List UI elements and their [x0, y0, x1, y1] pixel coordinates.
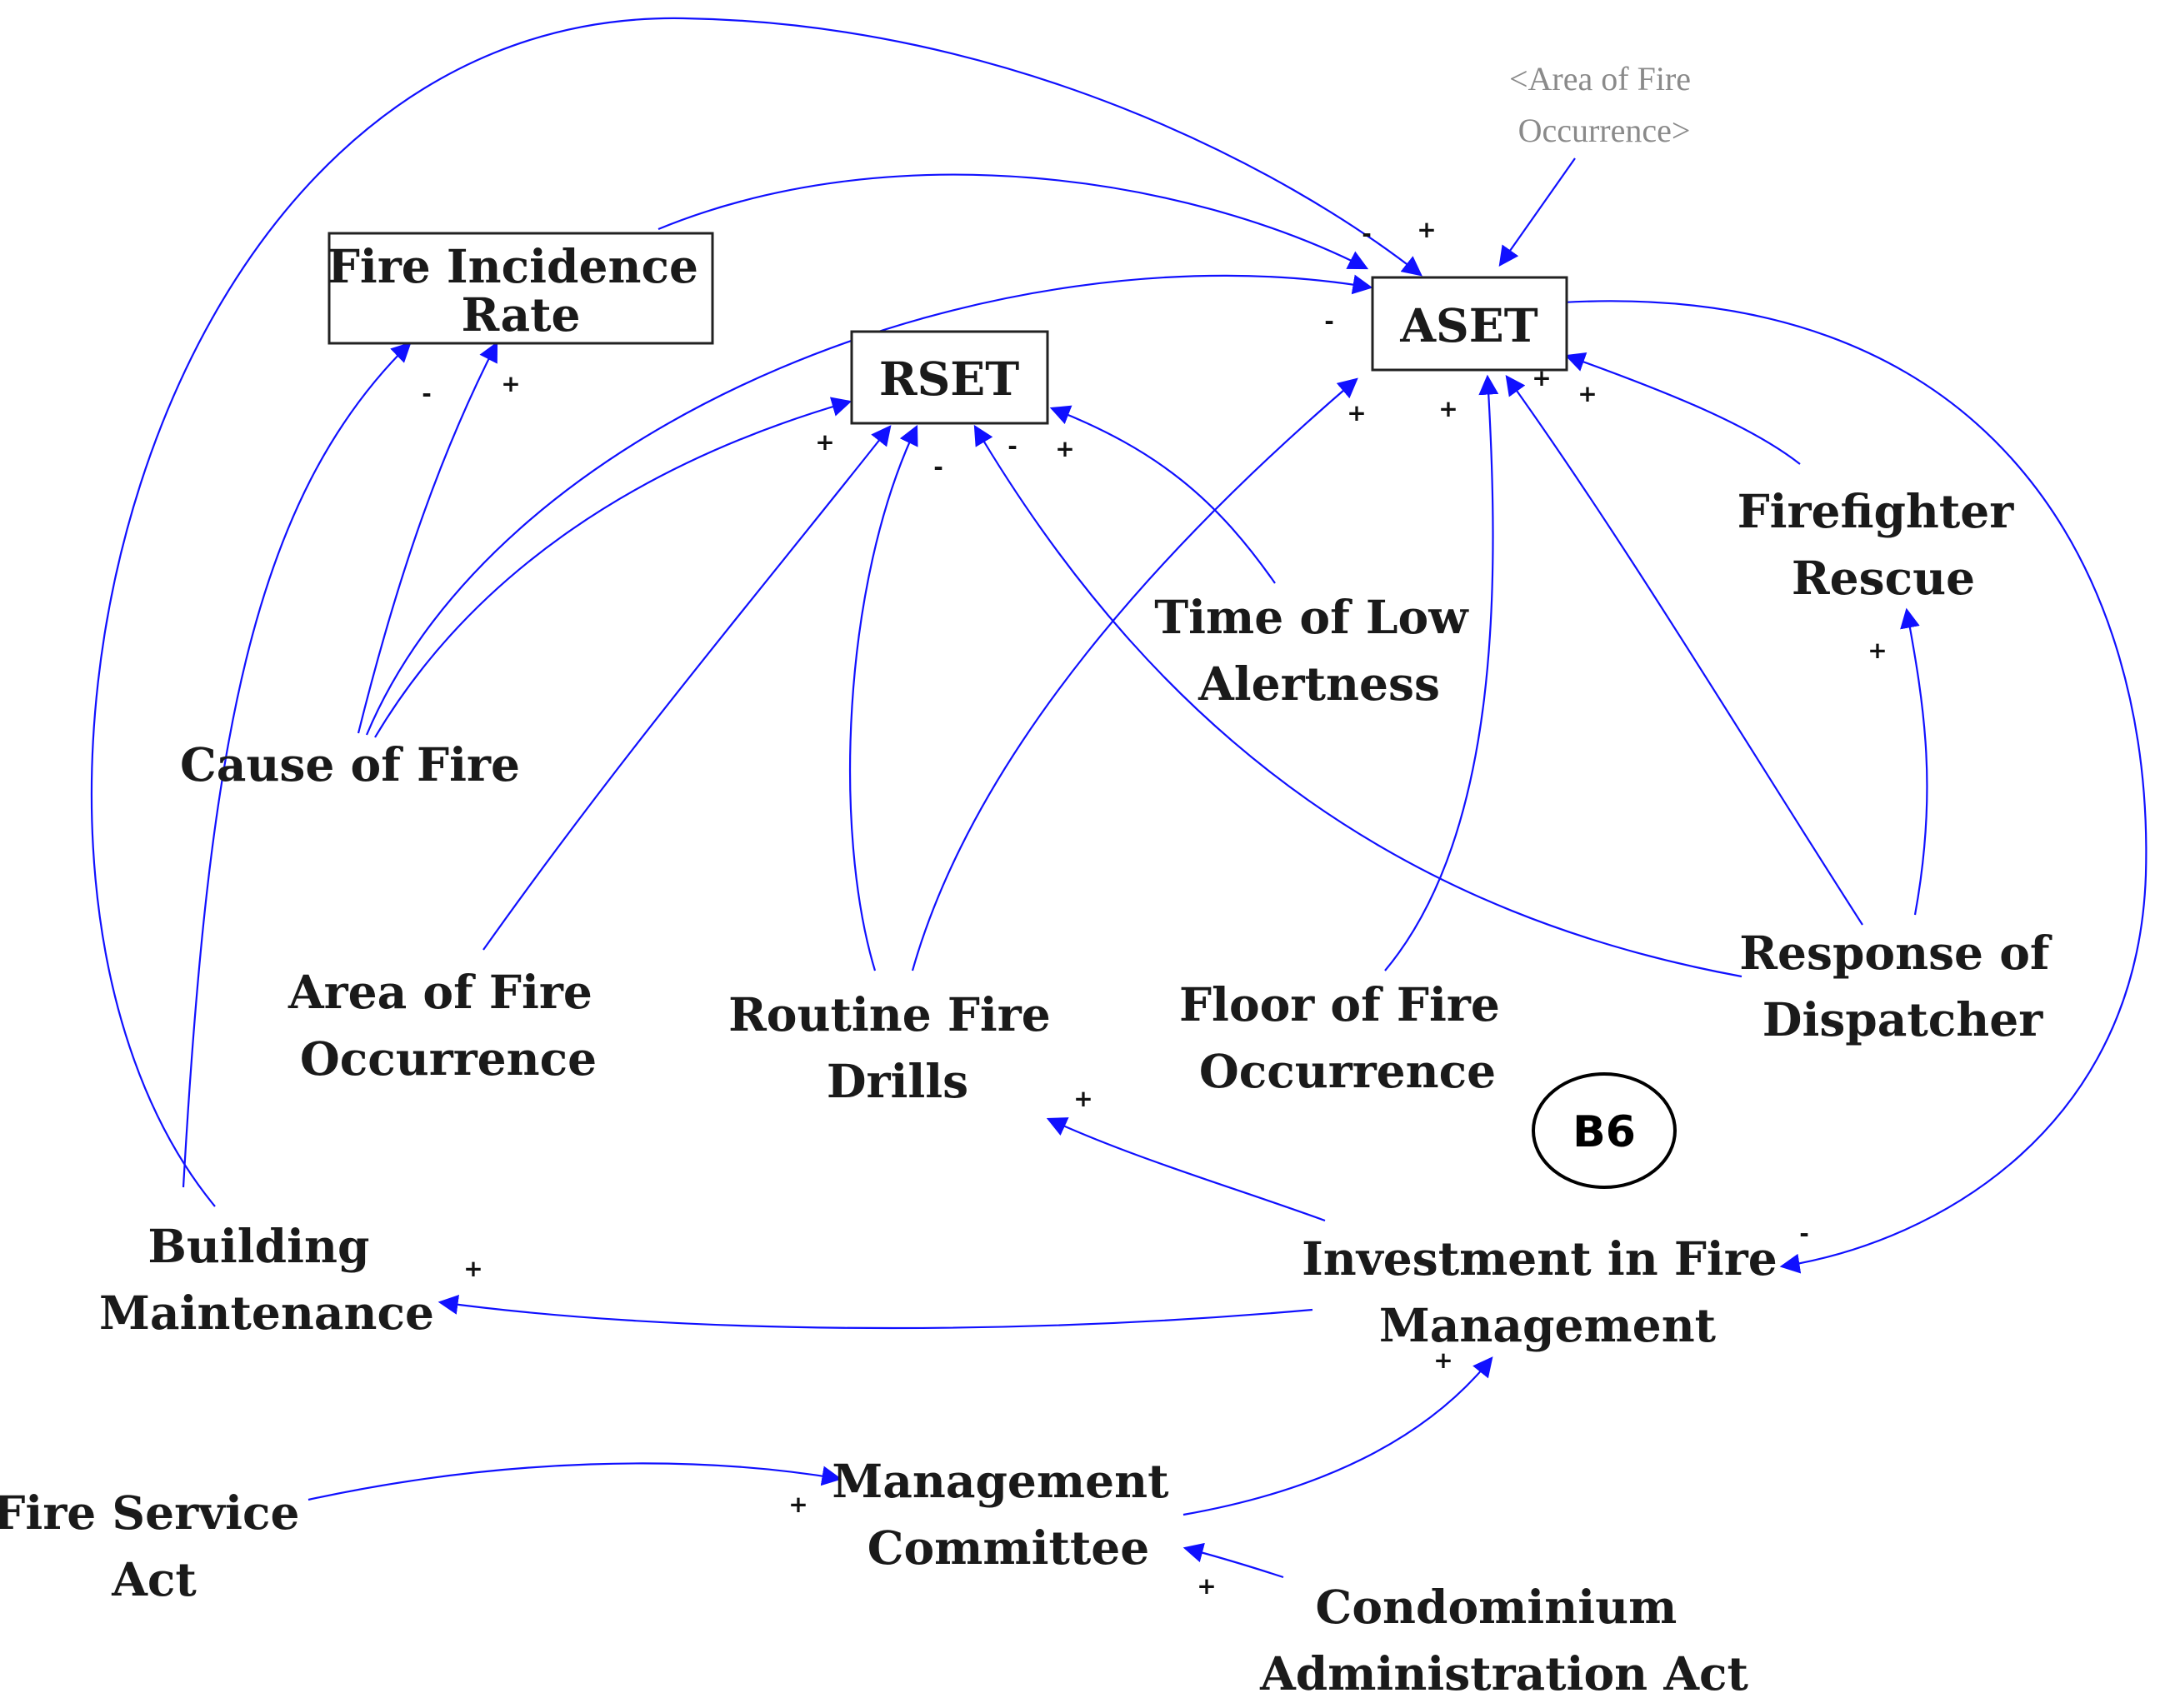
- link-area-of-fire-to-rset[interactable]: [482, 425, 892, 951]
- link-building-maintenance-to-aset[interactable]: [90, 17, 1422, 1207]
- var-condominium-administration-act[interactable]: Condominium Administration Act: [1259, 1580, 1748, 1701]
- polarity-sign: -: [933, 453, 943, 481]
- polarity-sign: +: [1868, 637, 1887, 664]
- polarity-signs: -+--++--++++++-+++++: [422, 216, 1888, 1600]
- polarity-sign: +: [788, 1491, 808, 1518]
- polarity-sign: +: [463, 1255, 482, 1282]
- link-response-of-dispatcher-to-firefighter-rescue[interactable]: [1900, 607, 1928, 916]
- stock-rset-label: RSET: [879, 352, 1019, 406]
- link-investment-to-routine-fire-drills[interactable]: [1046, 1117, 1326, 1222]
- polarity-sign: +: [1433, 1346, 1452, 1374]
- link-fire-incidence-rate-to-aset[interactable]: [658, 173, 1369, 270]
- var-routine-fire-drills[interactable]: Routine Fire Drills: [728, 987, 1067, 1108]
- stock-fire-incidence-rate-label: Fire Incidence Rate: [328, 239, 714, 342]
- link-floor-of-fire-to-aset[interactable]: [1384, 374, 1499, 971]
- links: [90, 17, 2148, 1579]
- link-firefighter-rescue-to-aset[interactable]: [1564, 352, 1801, 465]
- stock-aset[interactable]: ASET: [1371, 276, 1568, 372]
- var-investment-in-fire-management[interactable]: Investment in Fire Management: [1302, 1231, 1793, 1352]
- polarity-sign: -: [422, 380, 432, 407]
- link-building-maintenance-to-fire-incidence-rate[interactable]: [182, 342, 412, 1188]
- var-building-maintenance[interactable]: Building Maintenance: [99, 1219, 434, 1340]
- polarity-sign: -: [1362, 220, 1372, 247]
- link-fire-service-act-to-management-committee[interactable]: [308, 1462, 842, 1501]
- polarity-sign: +: [1055, 435, 1074, 462]
- link-routine-fire-drills-to-aset[interactable]: [911, 377, 1358, 971]
- polarity-sign: -: [1324, 307, 1334, 335]
- link-management-committee-to-investment[interactable]: [1182, 1356, 1493, 1516]
- var-management-committee[interactable]: Management Committee: [832, 1454, 1184, 1575]
- polarity-sign: +: [501, 370, 520, 397]
- var-floor-of-fire-occurrence[interactable]: Floor of Fire Occurrence: [1179, 977, 1516, 1098]
- stock-aset-label: ASET: [1399, 298, 1538, 352]
- polarity-sign: +: [1438, 395, 1458, 422]
- polarity-sign: +: [1347, 399, 1366, 427]
- polarity-sign: +: [1417, 216, 1436, 243]
- var-time-of-low-alertness[interactable]: Time of Low Alertness: [1154, 590, 1484, 711]
- polarity-sign: +: [1197, 1572, 1216, 1600]
- var-area-of-fire-occurrence[interactable]: Area of Fire Occurrence: [288, 965, 608, 1086]
- link-aset-to-investment-in-fire-management[interactable]: [1537, 300, 2148, 1274]
- link-cause-of-fire-to-fire-incidence-rate[interactable]: [357, 341, 498, 734]
- var-fire-service-act[interactable]: Fire Service Act: [0, 1486, 316, 1606]
- stock-rset[interactable]: RSET: [850, 330, 1049, 425]
- link-response-of-dispatcher-to-aset[interactable]: [1505, 375, 1863, 926]
- var-response-of-dispatcher[interactable]: Response of Dispatcher: [1739, 926, 2065, 1046]
- polarity-sign: +: [1073, 1085, 1092, 1112]
- link-condominium-act-to-management-committee[interactable]: [1182, 1542, 1284, 1579]
- link-response-of-dispatcher-to-rset[interactable]: [973, 424, 1742, 978]
- link-cause-of-fire-to-aset[interactable]: [365, 274, 1373, 736]
- polarity-sign: -: [1008, 432, 1018, 460]
- loop-label: B6: [1572, 1107, 1636, 1157]
- polarity-sign: +: [815, 428, 834, 456]
- var-cause-of-fire[interactable]: Cause of Fire: [180, 737, 520, 792]
- loop-marker-b6: B6: [1532, 1072, 1677, 1189]
- link-routine-fire-drills-to-rset[interactable]: [849, 424, 918, 971]
- link-cause-of-fire-to-rset[interactable]: [374, 397, 852, 738]
- var-firefighter-rescue[interactable]: Firefighter Rescue: [1738, 484, 2030, 605]
- polarity-sign: -: [1799, 1220, 1809, 1247]
- link-time-of-low-alertness-to-rset[interactable]: [1049, 405, 1276, 584]
- link-shadow-area-to-aset[interactable]: [1498, 157, 1576, 267]
- polarity-sign: +: [1578, 380, 1597, 407]
- stock-fire-incidence-rate[interactable]: Fire Incidence Rate: [328, 232, 714, 345]
- link-investment-to-building-maintenance[interactable]: [438, 1295, 1313, 1330]
- shadow-var-area-of-fire-occurrence[interactable]: <Area of Fire Occurrence>: [1509, 60, 1699, 149]
